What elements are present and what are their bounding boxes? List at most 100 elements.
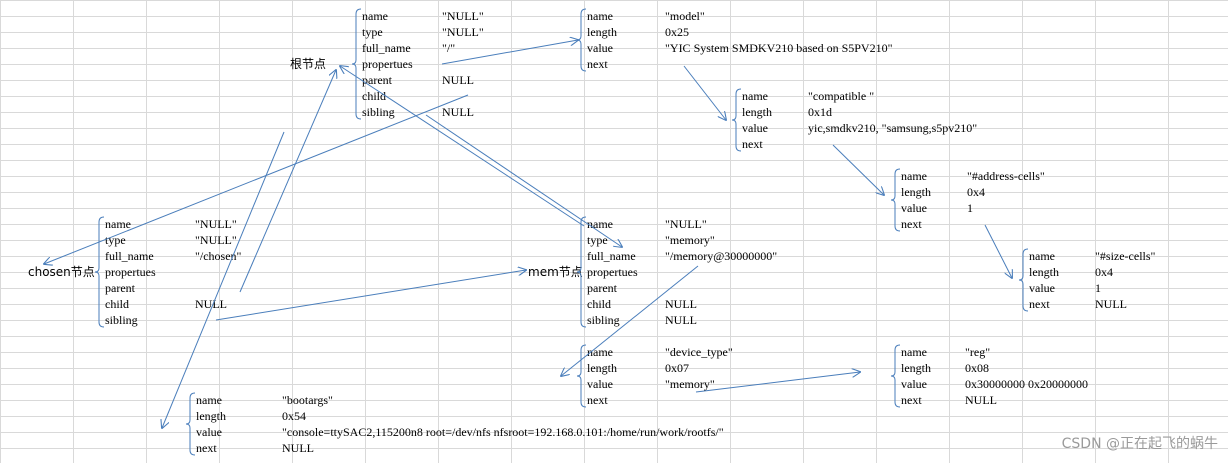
field-value: NULL [195, 297, 227, 311]
field-value: "/chosen" [195, 249, 242, 263]
field-value: "memory" [665, 377, 715, 391]
field-value: "bootargs" [282, 393, 333, 407]
field-key: sibling [105, 313, 138, 327]
field-key: child [105, 297, 129, 311]
field-key: name [105, 217, 131, 231]
field-value: "YIC System SMDKV210 based on S5PV210" [665, 41, 893, 55]
field-value: NULL [665, 313, 697, 327]
field-key: type [105, 233, 126, 247]
field-value: "/memory@30000000" [665, 249, 778, 263]
field-key: length [901, 361, 931, 375]
field-key: next [1029, 297, 1050, 311]
field-value: NULL [1095, 297, 1127, 311]
field-key: value [196, 425, 222, 439]
field-value: 1 [967, 201, 973, 215]
field-key: length [196, 409, 226, 423]
brace-bracket [891, 344, 901, 408]
field-value: 1 [1095, 281, 1101, 295]
field-key: propertues [105, 265, 156, 279]
mem-node-label: mem节点 [528, 265, 583, 279]
field-key: name [587, 9, 613, 23]
field-key: next [196, 441, 217, 455]
brace-bracket [577, 344, 587, 408]
field-value: yic,smdkv210, "samsung,s5pv210" [808, 121, 978, 135]
field-value: NULL [665, 297, 697, 311]
field-key: sibling [587, 313, 620, 327]
field-key: name [1029, 249, 1055, 263]
field-value: "reg" [965, 345, 991, 359]
field-value: "NULL" [665, 217, 707, 231]
brace-bracket [95, 216, 105, 328]
field-value: "compatible " [808, 89, 875, 103]
field-value: 0x54 [282, 409, 306, 423]
field-key: type [362, 25, 383, 39]
field-key: length [901, 185, 931, 199]
field-key: next [742, 137, 763, 151]
field-value: 0x07 [665, 361, 689, 375]
field-key: length [1029, 265, 1059, 279]
field-value: 0x1d [808, 105, 832, 119]
brace-bracket [577, 8, 587, 72]
field-value: "model" [665, 9, 705, 23]
brace-bracket [1019, 248, 1029, 312]
field-value: 0x4 [967, 185, 985, 199]
field-key: child [587, 297, 611, 311]
field-value: NULL [282, 441, 314, 455]
field-key: name [587, 217, 613, 231]
field-key: sibling [362, 105, 395, 119]
field-value: "NULL" [195, 217, 237, 231]
field-key: next [587, 393, 608, 407]
field-key: parent [587, 281, 617, 295]
field-key: length [587, 361, 617, 375]
field-key: full_name [587, 249, 636, 263]
field-value: "/" [442, 41, 456, 55]
root-node-label: 根节点 [290, 57, 327, 71]
field-key: child [362, 89, 386, 103]
brace-bracket [891, 168, 901, 232]
field-key: full_name [105, 249, 154, 263]
field-key: propertues [362, 57, 413, 71]
field-value: "#address-cells" [967, 169, 1045, 183]
field-value: "#size-cells" [1095, 249, 1156, 263]
field-key: name [587, 345, 613, 359]
field-key: length [587, 25, 617, 39]
field-value: "memory" [665, 233, 715, 247]
field-key: value [587, 41, 613, 55]
field-key: next [901, 393, 922, 407]
field-value: NULL [442, 73, 474, 87]
field-value: 0x25 [665, 25, 689, 39]
brace-bracket [577, 216, 587, 328]
field-key: full_name [362, 41, 411, 55]
field-key: value [901, 377, 927, 391]
field-key: name [742, 89, 768, 103]
field-key: name [362, 9, 388, 23]
field-key: value [1029, 281, 1055, 295]
field-value: "device_type" [665, 345, 733, 359]
chosen-node-label: chosen节点 [28, 265, 95, 279]
field-value: NULL [442, 105, 474, 119]
field-value: 0x08 [965, 361, 989, 375]
brace-bracket [732, 88, 742, 152]
field-value: 0x30000000 0x20000000 [965, 377, 1088, 391]
field-key: name [196, 393, 222, 407]
field-key: name [901, 169, 927, 183]
field-value: "NULL" [442, 9, 484, 23]
field-key: propertues [587, 265, 638, 279]
field-value: "NULL" [195, 233, 237, 247]
field-key: parent [105, 281, 135, 295]
field-value: 0x4 [1095, 265, 1113, 279]
field-key: next [587, 57, 608, 71]
field-key: value [742, 121, 768, 135]
field-value: NULL [965, 393, 997, 407]
field-key: next [901, 217, 922, 231]
brace-bracket [352, 8, 362, 120]
field-key: name [901, 345, 927, 359]
field-key: length [742, 105, 772, 119]
brace-bracket [186, 392, 196, 456]
field-value: "console=ttySAC2,115200n8 root=/dev/nfs … [282, 425, 724, 439]
field-key: value [587, 377, 613, 391]
csdn-watermark: CSDN @正在起飞的蜗牛 [1061, 436, 1218, 452]
field-key: parent [362, 73, 392, 87]
field-value: "NULL" [442, 25, 484, 39]
